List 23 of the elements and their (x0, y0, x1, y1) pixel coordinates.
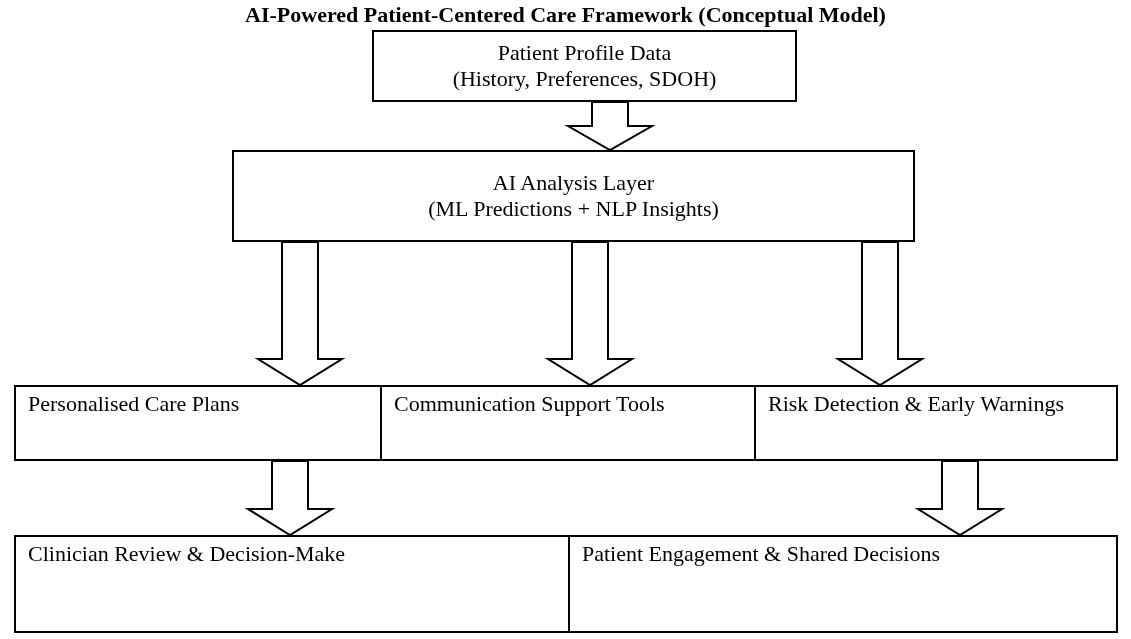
text-box (14, 385, 382, 461)
box-label: Patient Profile Data (497, 39, 672, 66)
box-label: AI Analysis Layer (492, 169, 655, 196)
text-box (380, 385, 756, 461)
block-arrow (544, 241, 636, 387)
box-sublabel: (ML Predictions + NLP Insights) (428, 196, 719, 223)
diagram-title: AI-Powered Patient-Centered Care Framework (Conceptual Model) (244, 2, 887, 28)
text-box (14, 535, 570, 633)
block-arrow (564, 101, 656, 152)
text-box (754, 385, 1118, 461)
block-arrow (834, 241, 926, 387)
box-label: Risk Detection & Early Warnings (768, 391, 1065, 418)
block-arrow (244, 460, 336, 537)
box-sublabel: (History, Preferences, SDOH) (452, 66, 717, 93)
block-arrow (254, 241, 346, 387)
block-arrow (914, 460, 1006, 537)
box-label: Personalised Care Plans (28, 391, 241, 418)
text-box (568, 535, 1118, 633)
box-label: Clinician Review & Decision-Make (28, 541, 347, 568)
text-box (372, 30, 797, 102)
box-label: Patient Engagement & Shared Decisions (582, 541, 942, 568)
text-box (232, 150, 915, 242)
box-label: Communication Support Tools (394, 391, 666, 418)
